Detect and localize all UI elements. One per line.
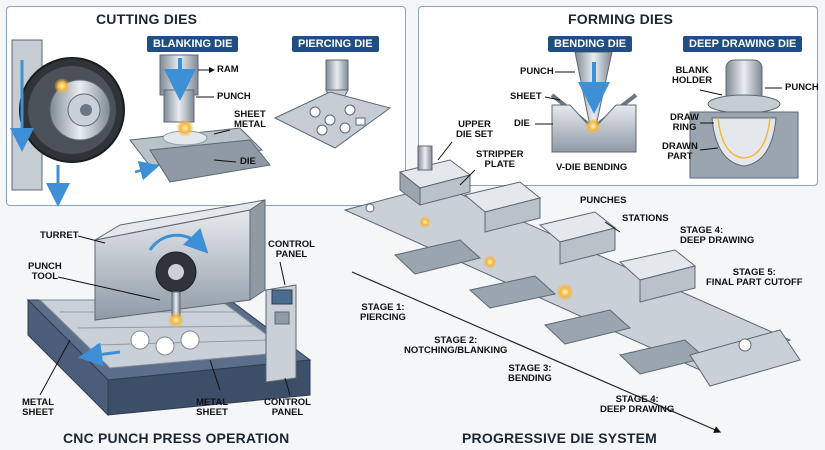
deep-drawing-die-badge: DEEP DRAWING DIE	[683, 36, 803, 52]
label-ram: RAM	[217, 64, 239, 75]
label-die-bending: DIE	[514, 118, 530, 129]
label-control-panel-bottom: CONTROL PANEL	[264, 397, 311, 418]
piercing-die-illustration	[273, 59, 392, 149]
label-upper-die-set: UPPER DIE SET	[456, 119, 493, 140]
label-stage2: STAGE 2: NOTCHING/BLANKING	[404, 335, 508, 356]
label-stage5: STAGE 5: FINAL PART CUTOFF	[706, 267, 803, 288]
label-stage1: STAGE 1: PIERCING	[360, 302, 406, 323]
label-punch-deep: PUNCH	[785, 82, 819, 93]
progressive-die-title: PROGRESSIVE DIE SYSTEM	[462, 430, 657, 446]
label-turret: TURRET	[40, 230, 79, 241]
bending-die-illustration	[550, 51, 638, 153]
label-draw-ring: DRAW RING	[670, 112, 700, 133]
piercing-die-badge: PIERCING DIE	[292, 36, 379, 52]
deep-drawing-die-illustration	[689, 59, 799, 179]
cutting-dies-title: CUTTING DIES	[96, 11, 198, 27]
blanking-die-badge: BLANKING DIE	[147, 36, 239, 52]
label-sheet-bending: SHEET	[510, 91, 542, 102]
label-v-die-bending: V-DIE BENDING	[556, 162, 628, 173]
label-stations: STATIONS	[622, 213, 669, 224]
forming-dies-title: FORMING DIES	[568, 11, 674, 27]
cnc-title: CNC PUNCH PRESS OPERATION	[63, 430, 290, 446]
rotary-cutting-die	[10, 39, 125, 207]
label-sheet-metal: SHEET METAL	[234, 109, 267, 130]
label-metal-sheet-mid: METAL SHEET	[196, 397, 229, 418]
label-drawn-part: DRAWN PART	[662, 141, 698, 162]
label-punch-bending: PUNCH	[520, 66, 554, 77]
label-die-blanking: DIE	[240, 156, 256, 167]
leader-lines	[39, 67, 782, 396]
label-stage3: STAGE 3: BENDING	[508, 363, 552, 384]
label-punch-blanking: PUNCH	[217, 91, 251, 102]
progressive-die-illustration	[343, 145, 801, 433]
cnc-punch-press-illustration	[26, 199, 312, 417]
bending-die-badge: BENDING DIE	[548, 36, 633, 52]
label-stage4-top: STAGE 4: DEEP DRAWING	[680, 225, 755, 246]
label-punches: PUNCHES	[580, 195, 627, 206]
label-punch-tool: PUNCH TOOL	[28, 261, 62, 282]
label-metal-sheet-left: METAL SHEET	[22, 397, 55, 418]
label-control-panel-top: CONTROL PANEL	[268, 239, 315, 260]
label-stripper-plate: STRIPPER PLATE	[476, 149, 524, 170]
label-blank-holder: BLANK HOLDER	[672, 65, 713, 86]
label-stage4-bottom: STAGE 4: DEEP DRAWING	[600, 394, 675, 415]
blanking-die-illustration	[129, 54, 271, 183]
